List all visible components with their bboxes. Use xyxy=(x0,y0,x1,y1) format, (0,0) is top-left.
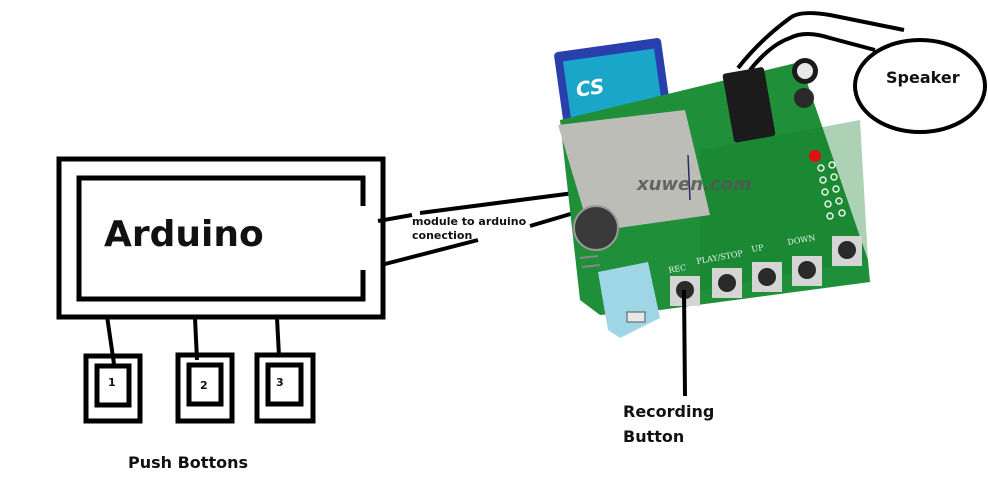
dc-jack xyxy=(722,67,776,143)
connection-label-line-1: module to arduino xyxy=(412,215,527,228)
speaker-wire-1 xyxy=(736,11,905,70)
push-button-2 xyxy=(175,352,235,424)
push-button-3 xyxy=(254,352,316,424)
connection-wire-top-2 xyxy=(419,191,575,215)
watermark: xuwen.com xyxy=(636,174,752,195)
button-3-wire xyxy=(275,317,281,357)
header-pins xyxy=(817,161,846,220)
capacitor-1-top xyxy=(797,63,813,79)
shield-wire xyxy=(687,154,691,201)
speaker-wire-2 xyxy=(748,32,876,72)
mic-pin-1 xyxy=(579,255,599,259)
push-button-3-label: 3 xyxy=(276,376,284,389)
recording-button-pointer xyxy=(682,289,687,397)
push-button-1-label: 1 xyxy=(108,376,116,389)
arduino-label: Arduino xyxy=(104,214,264,255)
sd-shield xyxy=(558,110,710,232)
board-label-up: UP xyxy=(751,243,765,254)
voice-recorder-module: CS xyxy=(554,38,870,338)
microphone-rim xyxy=(573,205,619,251)
board-label-rec: REC xyxy=(668,263,687,275)
arduino-outer-box xyxy=(56,156,386,320)
microphone xyxy=(574,206,618,250)
push-buttons-caption: Push Bottons xyxy=(128,453,248,472)
arduino-inner-box xyxy=(76,175,366,302)
capacitor-2 xyxy=(794,88,814,108)
push-button-2-label: 2 xyxy=(200,379,208,392)
connection-wire-bottom xyxy=(384,238,479,266)
speaker-label: Speaker xyxy=(886,68,960,87)
connection-label-line-2: conection xyxy=(412,229,473,242)
svg-text:CS: CS xyxy=(574,74,605,102)
mic-pin-2 xyxy=(581,264,601,268)
speaker-circle xyxy=(853,38,987,134)
connection-wire-top xyxy=(377,213,413,223)
audio-jack-port xyxy=(626,311,646,323)
connection-label: module to arduino conection xyxy=(412,215,532,243)
recording-button-label-line-2: Button xyxy=(623,427,685,446)
push-button-1 xyxy=(83,353,143,424)
recording-button-label-line-1: Recording xyxy=(623,402,715,421)
led xyxy=(809,150,821,162)
pcb-trace-area xyxy=(700,120,868,290)
recording-button-label: Recording Button xyxy=(623,399,723,449)
